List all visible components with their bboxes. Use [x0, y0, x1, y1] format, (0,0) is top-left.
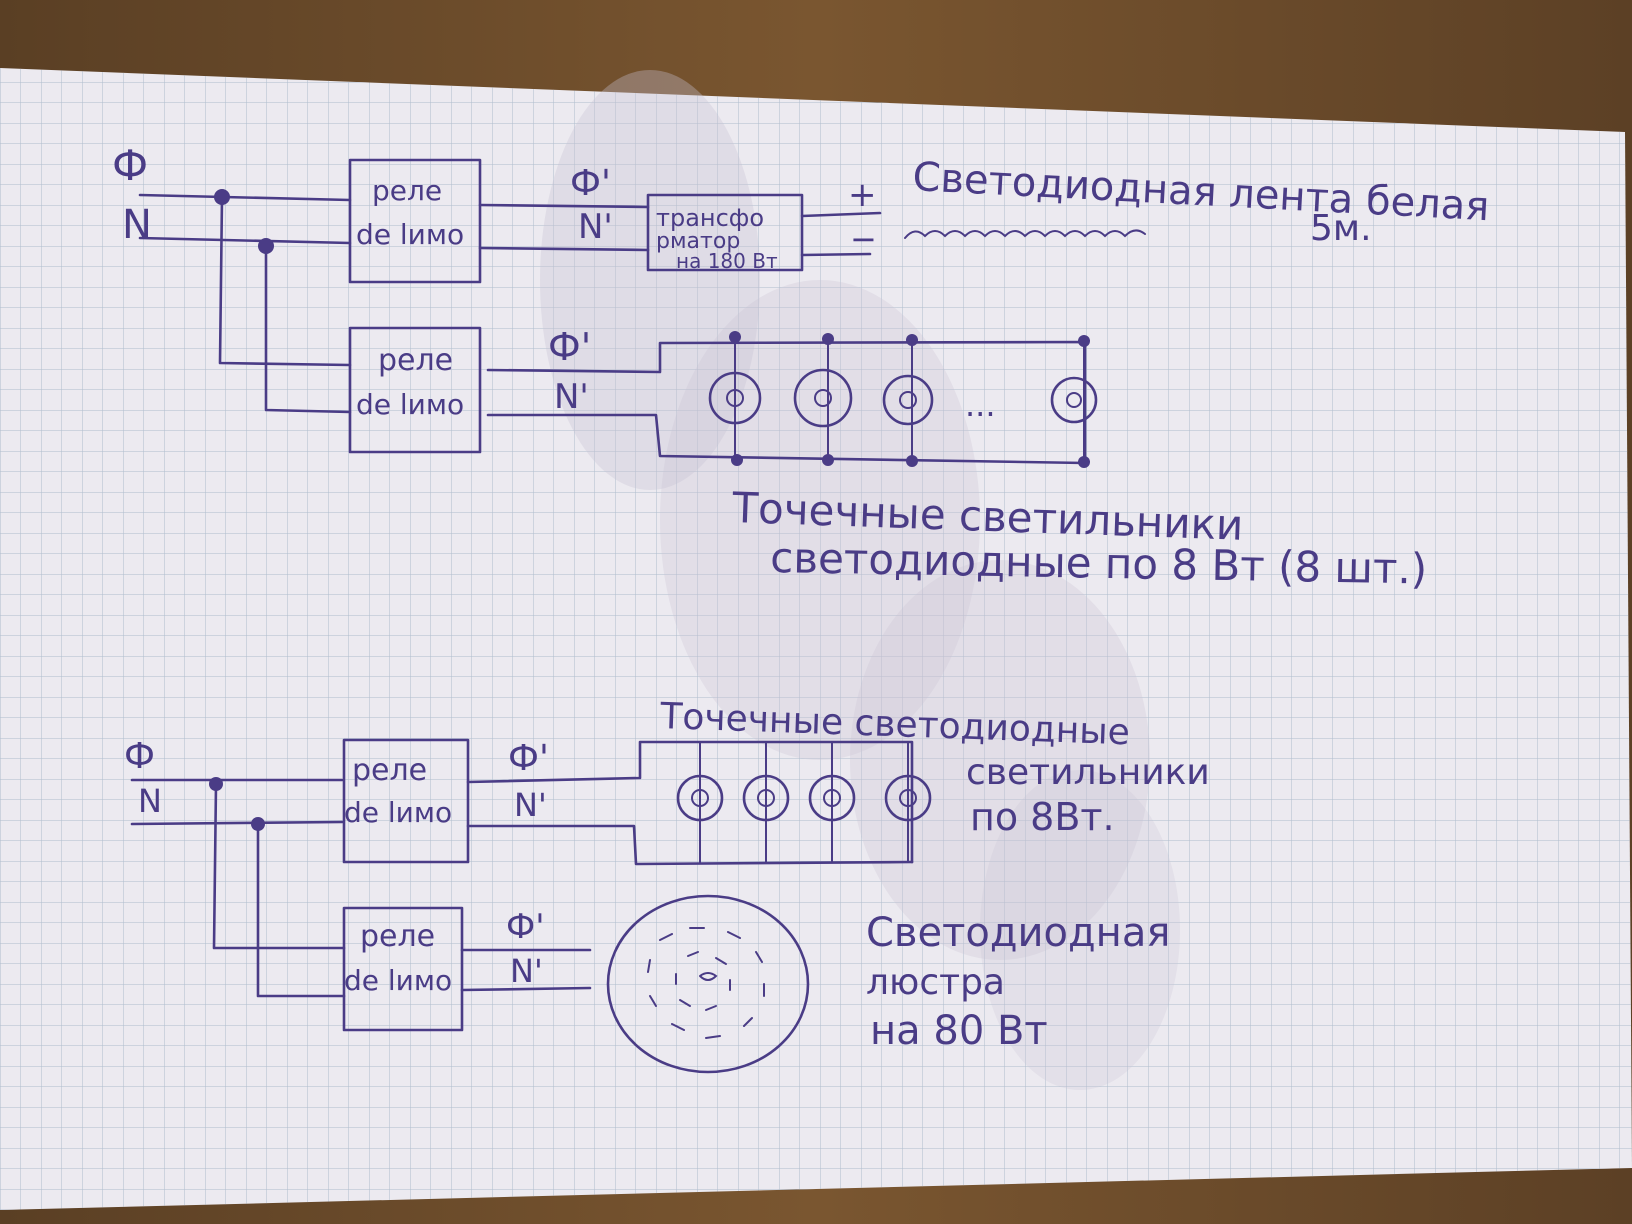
relay-2b-line2: de lимо — [344, 964, 452, 997]
transformer-line3: на 180 Вт — [676, 249, 778, 273]
branch-phase-wire-2 — [212, 782, 346, 950]
relay-2b-out-phase-label: Ф' — [506, 907, 545, 947]
relay-1b-line2: de lимо — [356, 388, 464, 421]
spots-label-2-line2: светильники — [966, 752, 1210, 793]
chandelier-label-line2: люстра — [866, 962, 1005, 1003]
relay-2a-out-phase-wire — [466, 740, 914, 864]
relay-1a-line2: de lимо — [356, 218, 464, 251]
relay-1b-out-neutral-label: N' — [554, 377, 589, 417]
relay-1a-out-neutral-label: N' — [578, 207, 613, 247]
spotlight — [808, 741, 856, 863]
relay-1a-line1: реле — [372, 174, 442, 207]
phase-label-2: Ф — [124, 736, 155, 777]
relay-2a-line2: de lимо — [344, 796, 452, 829]
transformer-line2: рматор — [656, 229, 740, 254]
spots-label-1-line2: светодиодные по 8 Вт (8 шт.) — [770, 533, 1428, 593]
paper-sheet — [0, 68, 1632, 1210]
relay-2a-out-phase-label: Ф' — [508, 738, 549, 779]
spotlight — [884, 741, 932, 863]
branch-neutral-wire-2 — [256, 822, 346, 998]
relay-1a-out-phase-label: Ф' — [570, 163, 611, 204]
input-neutral-wire-1 — [138, 236, 352, 245]
relay-box-1b — [348, 326, 482, 454]
spotlight — [742, 741, 790, 863]
relay-box-2b — [342, 906, 464, 1032]
spotlight-row-1: ... — [708, 331, 1098, 468]
relay-1b-out-neutral-wire — [486, 413, 1087, 465]
led-strip-symbol — [904, 229, 1146, 239]
relay-box-2a — [342, 738, 470, 864]
relay-box-1a — [348, 158, 482, 284]
branch-phase-wire-1 — [218, 195, 352, 367]
spotlight — [708, 331, 762, 466]
phase-label-1: Ф — [112, 141, 148, 190]
spotlight-row-2 — [676, 741, 932, 863]
input-phase-wire-1 — [138, 193, 352, 202]
relay-1b-line1: реле — [378, 343, 453, 378]
relay-2b-out-neutral-label: N' — [510, 952, 543, 990]
plus-sign: + — [848, 175, 877, 215]
transformer-minus-wire — [800, 252, 872, 257]
chandelier-label-line1: Светодиодная — [866, 910, 1170, 956]
neutral-label-1: N — [122, 202, 152, 248]
neutral-label-2: N — [138, 782, 162, 820]
relay-2a-out-neutral-wire — [466, 824, 914, 866]
relay-1a-out-neutral-wire — [478, 246, 650, 252]
relay-1a-out-phase-wire — [478, 203, 650, 209]
branch-neutral-wire-1 — [264, 244, 352, 414]
transformer-plus-wire — [800, 211, 882, 218]
circuit-2: Ф N реле de lимо Ф' N' — [124, 696, 1210, 1074]
chandelier-symbol — [606, 894, 810, 1074]
chandelier-label-line3: на 80 Вт — [870, 1008, 1048, 1054]
transformer-box — [646, 193, 804, 272]
relay-2b-line1: реле — [360, 919, 435, 954]
ellipsis-more-lights: ... — [965, 386, 996, 424]
relay-2a-line1: реле — [352, 753, 427, 788]
input-neutral-wire-2 — [130, 820, 344, 826]
spotlight — [882, 334, 934, 467]
spotlight — [793, 333, 853, 466]
spotlight — [1050, 335, 1098, 468]
transformer-line1: трансфо — [656, 204, 764, 232]
spotlight — [676, 741, 724, 863]
relay-2a-out-neutral-label: N' — [514, 786, 547, 824]
relay-1b-out-phase-label: Ф' — [548, 325, 591, 369]
spots-label-2-line3: по 8Вт. — [970, 795, 1115, 839]
minus-sign: − — [850, 220, 877, 258]
relay-2b-out-neutral-wire — [460, 986, 592, 992]
led-strip-label-line2: 5м. — [1310, 208, 1372, 249]
